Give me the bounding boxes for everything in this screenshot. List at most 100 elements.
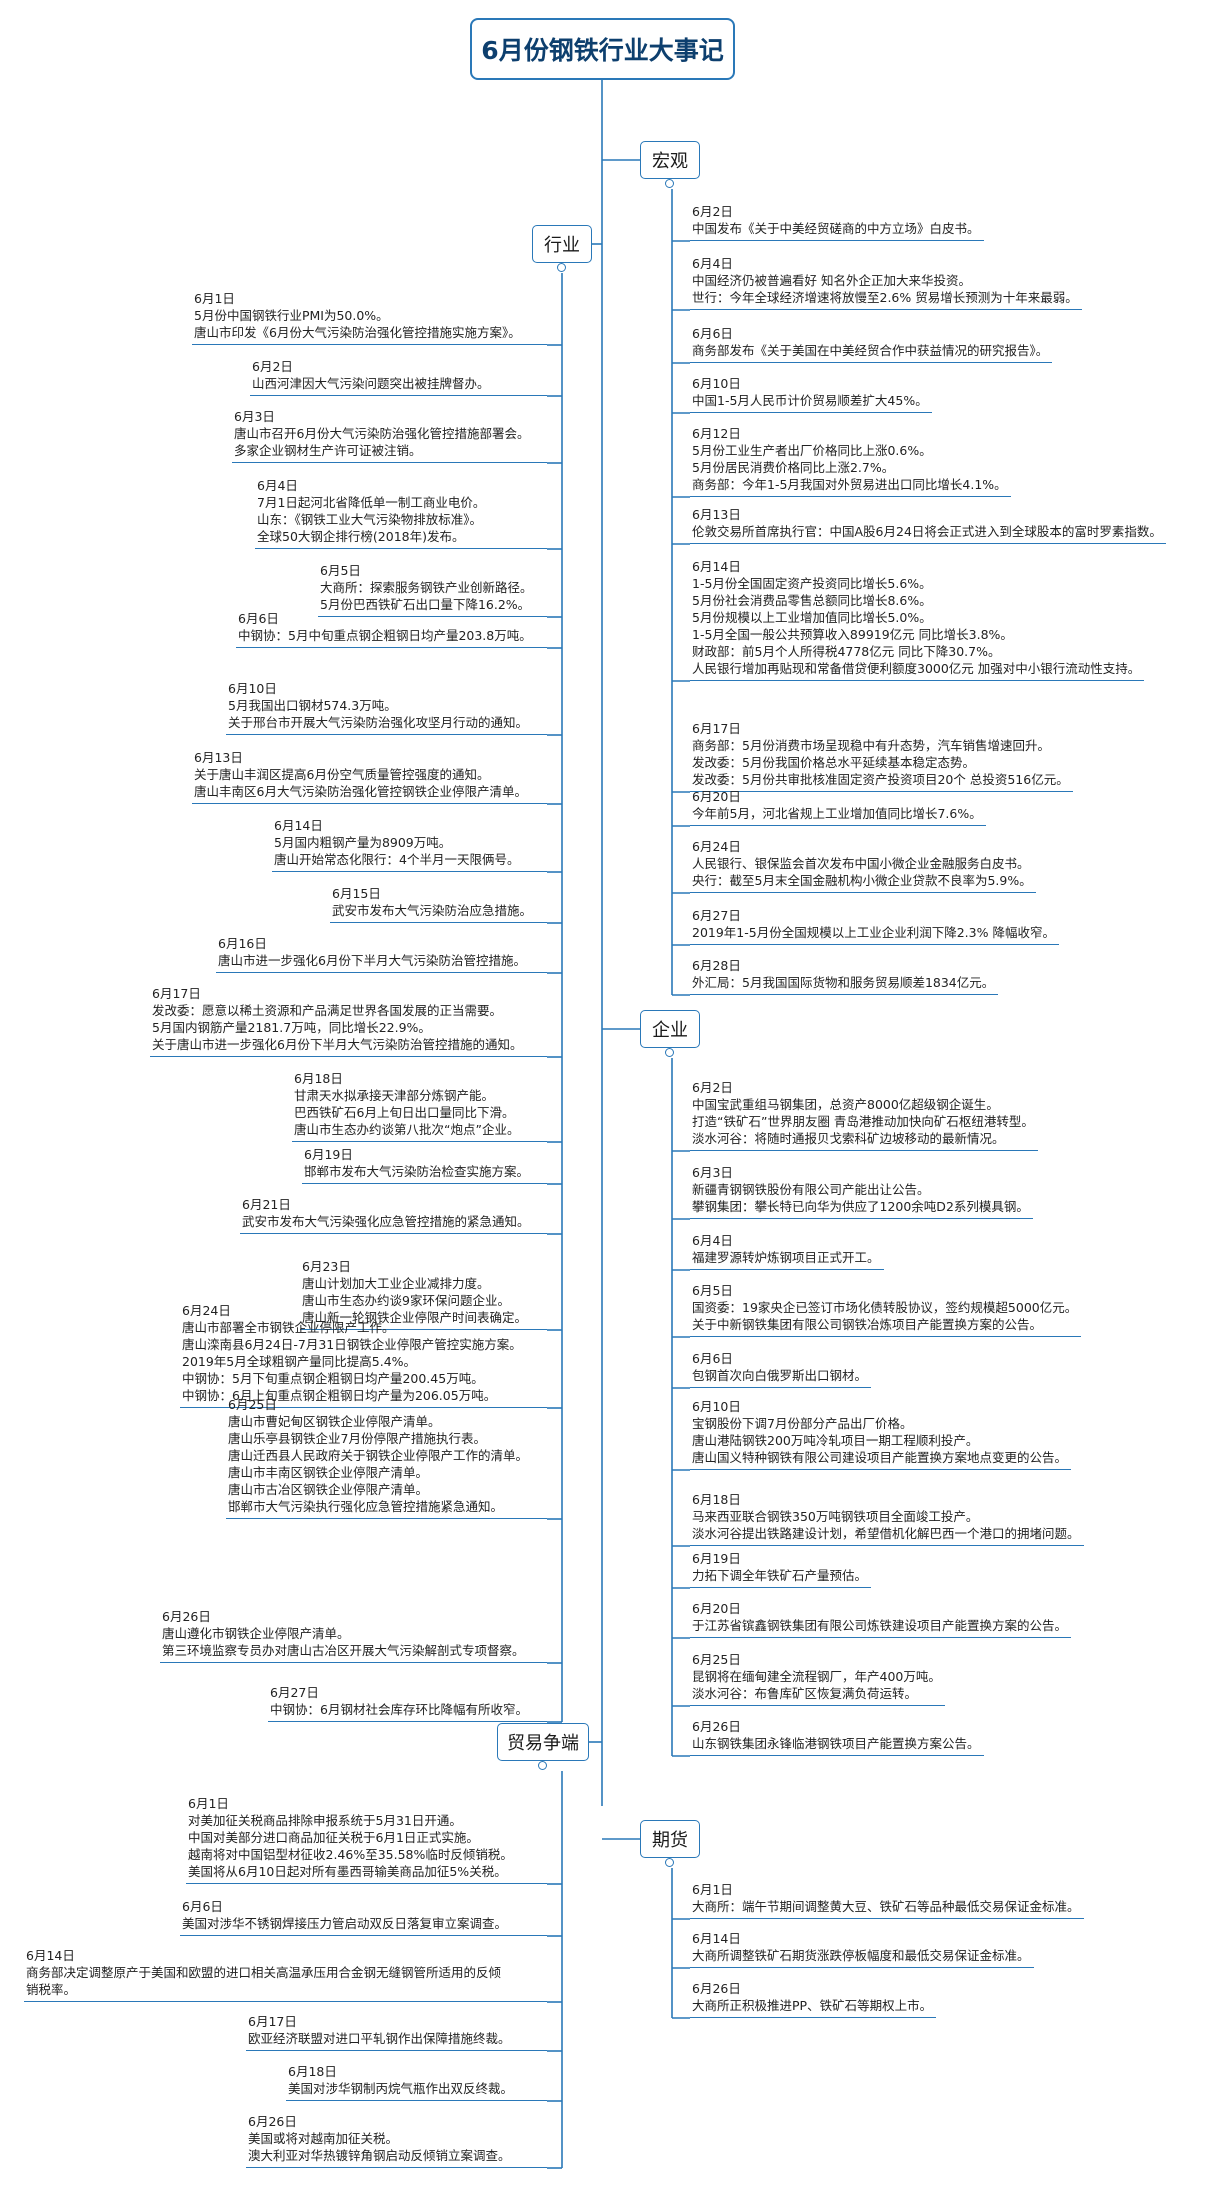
event-node[interactable]: 6月6日中钢协：5月中旬重点钢企粗钢日均产量203.8万吨。 (236, 610, 547, 648)
event-text: 打造“铁矿石”世界朋友圈 青岛港推动加快向矿石枢纽港转型。 (692, 1114, 1034, 1129)
category-enterprise[interactable]: 企业 (640, 1010, 700, 1057)
event-text: 唐山市印发《6月份大气污染防治强化管控措施实施方案》。 (194, 325, 521, 340)
event-text: 1-5月份全国固定资产投资同比增长5.6%。 (692, 576, 932, 591)
event-date: 6月2日 (252, 359, 293, 374)
event-node[interactable]: 6月26日大商所正积极推进PP、铁矿石等期权上市。 (690, 1980, 937, 2018)
event-node[interactable]: 6月28日外汇局：5月我国国际货物和服务贸易顺差1834亿元。 (690, 957, 999, 995)
event-date: 6月4日 (257, 478, 298, 493)
event-node[interactable]: 6月18日甘肃天水拟承接天津部分炼钢产能。巴西铁矿石6月上旬日出口量同比下滑。唐… (292, 1070, 547, 1142)
event-node[interactable]: 6月27日中钢协：6月钢材社会库存环比降幅有所收窄。 (268, 1684, 547, 1722)
event-node[interactable]: 6月17日发改委：愿意以稀土资源和产品满足世界各国发展的正当需要。5月国内钢筋产… (150, 985, 547, 1057)
event-date: 6月2日 (692, 204, 733, 219)
event-node[interactable]: 6月14日大商所调整铁矿石期货涨跌停板幅度和最低交易保证金标准。 (690, 1930, 1034, 1968)
event-node[interactable]: 6月17日欧亚经济联盟对进口平轧钢作出保障措施终裁。 (246, 2013, 547, 2051)
collapse-toggle-icon[interactable] (665, 179, 674, 188)
event-node[interactable]: 6月26日山东钢铁集团永锋临港钢铁项目产能置换方案公告。 (690, 1718, 984, 1756)
event-text: 发改委：愿意以稀土资源和产品满足世界各国发展的正当需要。 (152, 1003, 503, 1018)
category-macro[interactable]: 宏观 (640, 141, 700, 188)
event-date: 6月25日 (692, 1652, 741, 1667)
event-node[interactable]: 6月26日唐山遵化市钢铁企业停限产清单。第三环境监察专员办对唐山古冶区开展大气污… (160, 1608, 547, 1663)
event-node[interactable]: 6月3日唐山市召开6月份大气污染防治强化管控措施部署会。多家企业钢材生产许可证被… (232, 408, 547, 463)
event-text: 唐山丰南区6月大气污染防治强化管控钢铁企业停限产清单。 (194, 784, 527, 799)
event-text: 中国对美部分进口商品加征关税于6月1日正式实施。 (188, 1830, 479, 1845)
event-text: 美国将从6月10日起对所有墨西哥输美商品加征5%关税。 (188, 1864, 507, 1879)
event-text: 武安市发布大气污染防治应急措施。 (332, 903, 533, 918)
event-text: 中钢协：6月上旬重点钢企粗钢日均产量为206.05万吨。 (182, 1388, 497, 1403)
event-node[interactable]: 6月6日包钢首次向白俄罗斯出口钢材。 (690, 1350, 872, 1388)
category-trade[interactable]: 贸易争端 (497, 1723, 589, 1770)
central-topic[interactable]: 6月份钢铁行业大事记 (470, 18, 735, 80)
event-node[interactable]: 6月26日美国或将对越南加征关税。澳大利亚对华热镀锌角钢启动反倾销立案调查。 (246, 2113, 547, 2168)
event-node[interactable]: 6月18日美国对涉华钢制丙烷气瓶作出双反终裁。 (286, 2063, 547, 2101)
event-text: 唐山市古冶区钢铁企业停限产清单。 (228, 1482, 429, 1497)
event-node[interactable]: 6月2日中国宝武重组马钢集团，总资产8000亿超级钢企诞生。打造“铁矿石”世界朋… (690, 1079, 1038, 1151)
event-node[interactable]: 6月17日商务部：5月份消费市场呈现稳中有升态势，汽车销售增速回升。发改委：5月… (690, 720, 1073, 792)
event-node[interactable]: 6月13日关于唐山丰润区提高6月份空气质量管控强度的通知。唐山丰南区6月大气污染… (192, 749, 547, 804)
event-text: 美国对涉华不锈钢焊接压力管启动双反日落复审立案调查。 (182, 1916, 508, 1931)
event-node[interactable]: 6月2日中国发布《关于中美经贸磋商的中方立场》白皮书。 (690, 203, 984, 241)
event-node[interactable]: 6月25日昆钢将在缅甸建全流程钢厂，年产400万吨。淡水河谷：布鲁库矿区恢复满负… (690, 1651, 945, 1706)
event-node[interactable]: 6月2日山西河津因大气污染问题突出被挂牌督办。 (250, 358, 547, 396)
event-text: 全球50大钢企排行榜(2018年)发布。 (257, 529, 465, 544)
event-node[interactable]: 6月19日邯郸市发布大气污染防治检查实施方案。 (302, 1146, 547, 1184)
event-node[interactable]: 6月20日于江苏省镔鑫钢铁集团有限公司炼铁建设项目产能置换方案的公告。 (690, 1600, 1072, 1638)
event-node[interactable]: 6月25日唐山市曹妃甸区钢铁企业停限产清单。唐山乐亭县钢铁企业7月份停限产措施执… (226, 1396, 547, 1519)
category-futures[interactable]: 期货 (640, 1820, 700, 1867)
collapse-toggle-icon[interactable] (665, 1858, 674, 1867)
event-text: 甘肃天水拟承接天津部分炼钢产能。 (294, 1088, 495, 1103)
event-text: 唐山迁西县人民政府关于钢铁企业停限产工作的清单。 (228, 1448, 529, 1463)
event-node[interactable]: 6月23日唐山计划加大工业企业减排力度。唐山市生态办约谈9家环保问题企业。唐山新… (300, 1258, 547, 1330)
event-node[interactable]: 6月6日美国对涉华不锈钢焊接压力管启动双反日落复审立案调查。 (180, 1898, 547, 1936)
event-node[interactable]: 6月10日中国1-5月人民币计价贸易顺差扩大45%。 (690, 375, 932, 413)
event-text: 5月我国出口钢材574.3万吨。 (228, 698, 397, 713)
event-node[interactable]: 6月5日大商所：探索服务钢铁产业创新路径。5月份巴西铁矿石出口量下降16.2%。 (318, 562, 547, 617)
event-node[interactable]: 6月21日武安市发布大气污染强化应急管控措施的紧急通知。 (240, 1196, 547, 1234)
event-node[interactable]: 6月10日宝钢股份下调7月份部分产品出厂价格。唐山港陆钢铁200万吨冷轧项目一期… (690, 1398, 1072, 1470)
event-text: 新疆青钢钢铁股份有限公司产能出让公告。 (692, 1182, 930, 1197)
event-node[interactable]: 6月16日唐山市进一步强化6月份下半月大气污染防治管控措施。 (216, 935, 547, 973)
category-industry[interactable]: 行业 (532, 225, 592, 272)
event-date: 6月19日 (304, 1147, 353, 1162)
event-text: 中国1-5月人民币计价贸易顺差扩大45%。 (692, 393, 928, 408)
event-node[interactable]: 6月4日福建罗源转炉炼钢项目正式开工。 (690, 1232, 884, 1270)
event-node[interactable]: 6月13日伦敦交易所首席执行官：中国A股6月24日将会正式进入到全球股本的富时罗… (690, 506, 1166, 544)
event-text: 中国宝武重组马钢集团，总资产8000亿超级钢企诞生。 (692, 1097, 999, 1112)
event-node[interactable]: 6月3日新疆青钢钢铁股份有限公司产能出让公告。攀钢集团：攀长特已向华为供应了12… (690, 1164, 1033, 1219)
event-text: 财政部：前5月个人所得税4778亿元 同比下降30.7%。 (692, 644, 1001, 659)
event-text: 大商所：端午节期间调整黄大豆、铁矿石等品种最低交易保证金标准。 (692, 1899, 1080, 1914)
event-node[interactable]: 6月20日今年前5月，河北省规上工业增加值同比增长7.6%。 (690, 788, 986, 826)
event-node[interactable]: 6月24日人民银行、银保监会首次发布中国小微企业金融服务白皮书。央行：截至5月末… (690, 838, 1036, 893)
event-text: 国资委：19家央企已签订市场化债转股协议，签约规模超5000亿元。 (692, 1300, 1078, 1315)
event-node[interactable]: 6月19日力拓下调全年铁矿石产量预估。 (690, 1550, 872, 1588)
collapse-toggle-icon[interactable] (557, 263, 566, 272)
event-date: 6月15日 (332, 886, 381, 901)
collapse-toggle-icon[interactable] (665, 1048, 674, 1057)
event-text: 伦敦交易所首席执行官：中国A股6月24日将会正式进入到全球股本的富时罗素指数。 (692, 524, 1162, 539)
event-node[interactable]: 6月15日武安市发布大气污染防治应急措施。 (330, 885, 547, 923)
event-node[interactable]: 6月18日马来西亚联合钢铁350万吨钢铁项目全面竣工投产。淡水河谷提出铁路建设计… (690, 1491, 1084, 1546)
event-text: 巴西铁矿石6月上旬日出口量同比下滑。 (294, 1105, 515, 1120)
event-node[interactable]: 6月6日商务部发布《关于美国在中美经贸合作中获益情况的研究报告》。 (690, 325, 1053, 363)
event-date: 6月17日 (152, 986, 201, 1001)
collapse-toggle-icon[interactable] (538, 1761, 547, 1770)
event-text: 唐山市曹妃甸区钢铁企业停限产清单。 (228, 1414, 441, 1429)
event-text: 唐山市生态办约谈9家环保问题企业。 (302, 1293, 510, 1308)
event-node[interactable]: 6月24日唐山市部署全市钢铁企业停限产工作。唐山滦南县6月24日-7月31日钢铁… (180, 1302, 547, 1408)
event-text: 美国或将对越南加征关税。 (248, 2131, 399, 2146)
event-node[interactable]: 6月14日商务部决定调整原产于美国和欧盟的进口相关高温承压用合金钢无缝钢管所适用… (24, 1947, 547, 2002)
event-date: 6月21日 (242, 1197, 291, 1212)
central-topic-label: 6月份钢铁行业大事记 (481, 36, 724, 65)
event-node[interactable]: 6月5日国资委：19家央企已签订市场化债转股协议，签约规模超5000亿元。关于中… (690, 1282, 1082, 1337)
event-text: 商务部：今年1-5月我国对外贸易进出口同比增长4.1%。 (692, 477, 1007, 492)
event-node[interactable]: 6月1日对美加征关税商品排除申报系统于5月31日开通。中国对美部分进口商品加征关… (186, 1795, 547, 1884)
event-node[interactable]: 6月4日中国经济仍被普遍看好 知名外企正加大来华投资。世行：今年全球经济增速将放… (690, 255, 1082, 310)
event-node[interactable]: 6月1日大商所：端午节期间调整黄大豆、铁矿石等品种最低交易保证金标准。 (690, 1881, 1084, 1919)
event-text: 发改委：5月份我国价格总水平延续基本稳定态势。 (692, 755, 975, 770)
